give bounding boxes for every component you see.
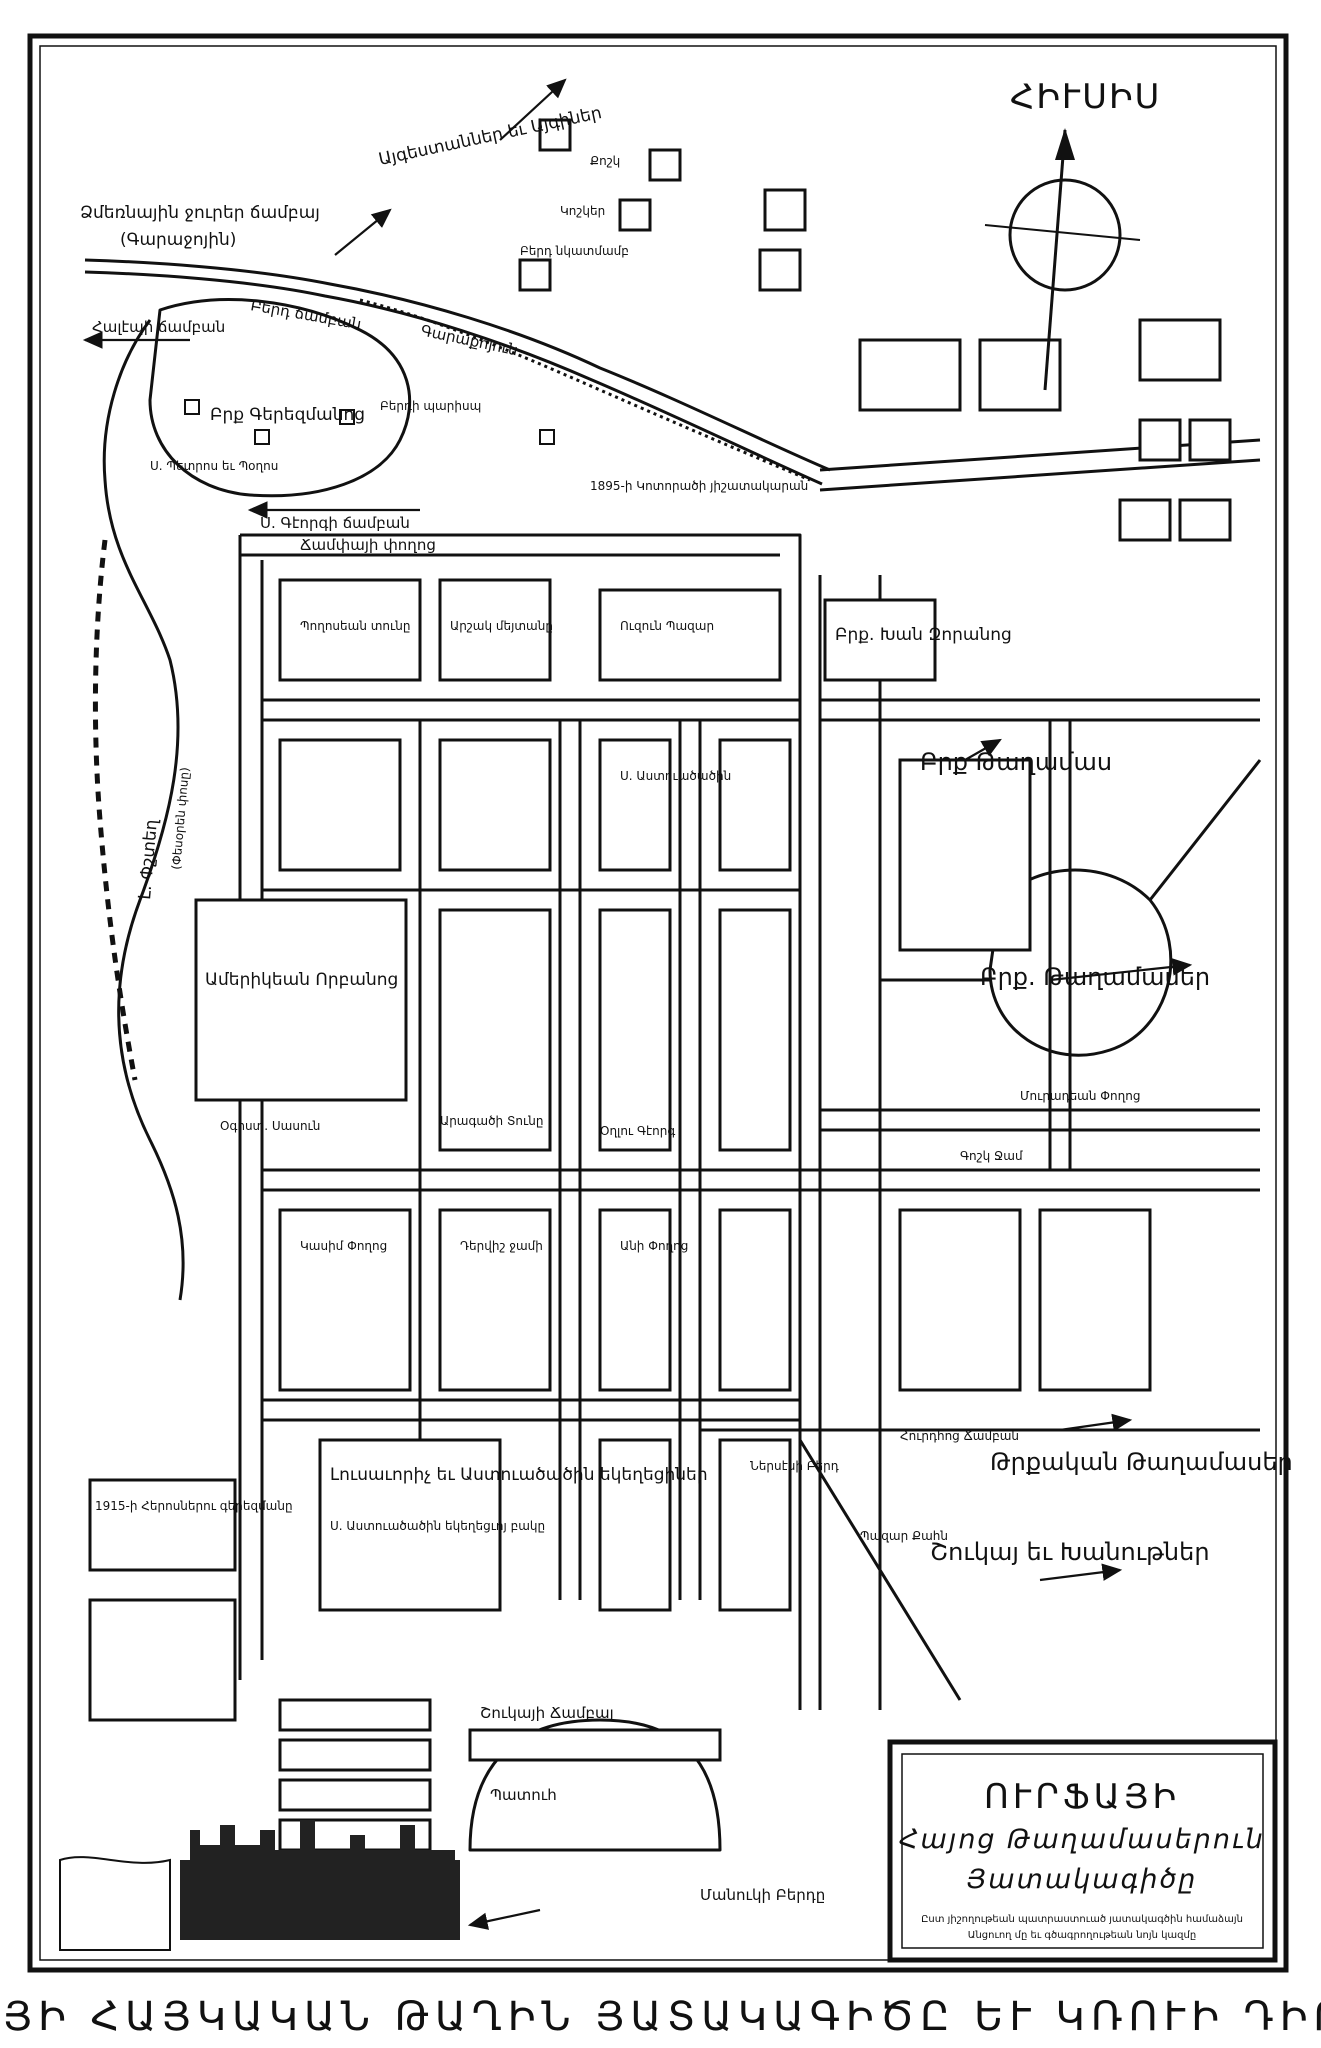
label-kiosk: Քոշկ [590, 154, 620, 168]
label-st-peter: Ս. Պետրոս եւ Պօղոս [150, 459, 278, 473]
label-arsha-mkt: Արշակ մեյտանը [450, 619, 553, 633]
label-brk-khan: Բրք. Խան Զորանոց [835, 625, 1012, 645]
river-canal [84, 258, 831, 486]
label-karakoyun: Գարաքոյուն [419, 321, 519, 359]
label-armenian-church: Լուսաւորիչ եւ Աստուածածին եկեղեցիներ [330, 1465, 708, 1485]
cartouche-title-2: Հայոց Թաղամասերուն [899, 1824, 1265, 1855]
label-turkish-quarters: Թրքական Թաղամասեր [990, 1448, 1293, 1476]
label-tower: Կոշկեր [560, 204, 605, 218]
label-alley: Արագածի Տունը [440, 1114, 543, 1128]
label-nerses: Ներսէսի Բերդ [750, 1459, 839, 1473]
label-ochir: Օգոստ. Սասուն [220, 1119, 320, 1133]
label-dervish: Դերվիշ ջամի [460, 1239, 543, 1253]
label-citadel: Մանուկի Բերդը [700, 1886, 825, 1904]
label-brk-quarter: Բրք. Թաղամասեր [980, 963, 1210, 991]
hill-outline [148, 298, 412, 498]
label-st-george-road: Ս. Գէորգի ճամբան [260, 514, 410, 532]
western-river [92, 319, 185, 1301]
label-kasim: Կասիմ Փողոց [300, 1239, 387, 1253]
label-goshk: Գոշկ Ջամ [960, 1149, 1023, 1163]
north-label: ՀԻՒՍԻՍ [1010, 77, 1161, 117]
label-st-mary: Ս. Աստուածածին [620, 769, 731, 783]
label-brk-market: Բրք Թաղամաս [920, 748, 1112, 776]
cartouche-footnote-1: Ըստ յիշողութեան պատրաստուած յատակագծին հ… [921, 1914, 1243, 1925]
direction-arrows [82, 78, 1193, 1930]
bottom-caption: ՈՒՐՖԱՅԻ ՀԱՅԿԱԿԱՆ ԹԱՂԻՆ ՅԱՏԱԿԱԳԻԾԸ ԵՒ ԿՌՈ… [0, 1994, 1321, 2040]
label-road-aleppo: Հալէպի ճամբան [92, 318, 225, 336]
city-blocks [88, 118, 1232, 1852]
label-carpet-mkt: Ճամփայի փողոց [300, 536, 436, 554]
label-sever-river: Լ. Փշտեղ [135, 818, 162, 901]
citadel-illustration [59, 1820, 460, 1951]
map-frame [27, 33, 1289, 1973]
compass-rose [984, 128, 1141, 391]
label-american-orphanage: Ամերիկեան Որբանոց [205, 970, 398, 990]
label-boghosian: Պողոսեան տունը [300, 619, 410, 633]
label-uzun-bazar: Ուզուն Պազար [620, 619, 714, 633]
street-network [238, 438, 1262, 1852]
label-bazar-sq: Պազար Քահն [860, 1529, 948, 1543]
cartouche-title-3: Յատակագիծը [967, 1864, 1198, 1895]
label-year-1895: 1895-ի Կոտորածի յիշատակարան [590, 479, 808, 493]
label-ras-ul-ayn: Ձմեռնային ջուրեր ճամբայ [80, 203, 320, 223]
cartouche-title-1: ՈՒՐՖԱՅԻ [984, 1777, 1180, 1817]
label-school: Ս. Աստուածածին եկեղեցւոյ բակը [330, 1519, 545, 1533]
label-mount: Բրք Գերեզմանոց [210, 405, 365, 425]
label-ani: Անի Փողոց [620, 1239, 688, 1253]
label-ras-ul-ayn-sub: (Գարաջոյին) [120, 230, 236, 250]
label-shops-khans: Շուկայ եւ Խանութներ [930, 1538, 1210, 1566]
cemetery-markers [184, 399, 555, 445]
label-pattu: Պատուհ [490, 1786, 557, 1804]
label-city-wall: Բերդի պարիսպ [380, 399, 481, 413]
label-mouldhoc: Հուրդհոց Ճամբան [900, 1429, 1019, 1443]
label-muradian: Մուրադեան Փողոց [1020, 1089, 1140, 1103]
label-tomb-1915: 1915-ի Հերոսներու գերեզմանը [95, 1499, 293, 1513]
label-north-street: Բերդ ճամբան [249, 296, 362, 333]
cartouche: ՈՒՐՖԱՅԻ Հայոց Թաղամասերուն Յատակագիծը Ըս… [887, 1739, 1278, 1963]
label-oghlu: Օղլու Գէորգ [600, 1124, 675, 1138]
label-barracks: Բերդ նկատմամբ [520, 244, 629, 258]
cartouche-footnote-2: Անցուող մը եւ գծագրողութեան նոյն կազմը [968, 1930, 1196, 1941]
label-bazaar-street: Շուկայի Ճամբայ [480, 1704, 614, 1722]
map-inner-frame [39, 45, 1277, 1961]
